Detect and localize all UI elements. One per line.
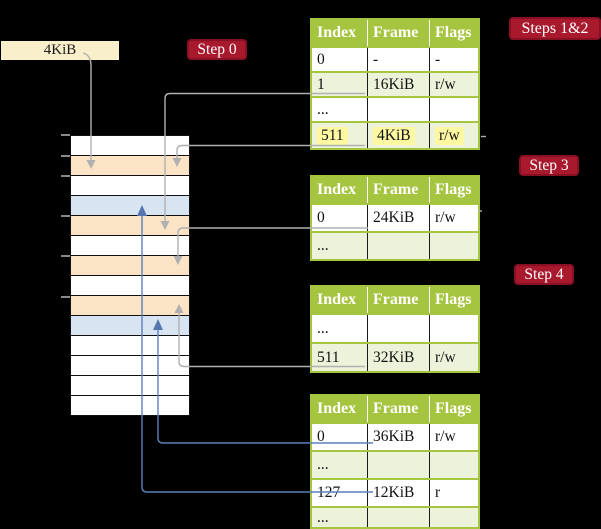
header-frame: Frame: [367, 396, 429, 422]
cell-frame: [367, 315, 429, 342]
page-size-box: 4KiB: [1, 41, 119, 60]
cell-index: 0: [317, 50, 325, 68]
table-row: ...: [312, 506, 478, 527]
cell-index: 511: [312, 123, 367, 148]
table-row: 0 36KiB r/w: [312, 422, 478, 450]
memory-column: [70, 135, 190, 416]
memory-row-white: [71, 396, 189, 415]
cell-frame: 12KiB: [367, 480, 429, 506]
cell-index: ...: [317, 100, 329, 118]
badge-step-3: Step 3: [519, 155, 579, 176]
table-row: ...: [312, 231, 478, 259]
table-row: ...: [312, 450, 478, 478]
header-flags: Flags: [429, 287, 478, 313]
cell-flags: [429, 508, 478, 527]
page-table-step-4: Index Frame Flags ... 511 32KiB r/w: [310, 285, 480, 373]
memory-tick: [61, 296, 70, 298]
cell-frame: 24KiB: [367, 205, 429, 231]
cell-frame: 16KiB: [367, 73, 429, 96]
memory-tick: [61, 255, 70, 257]
header-flags: Flags: [429, 20, 478, 46]
table-row: 0 - -: [312, 46, 478, 71]
table-row: 1 16KiB r/w: [312, 71, 478, 96]
page-table-steps-1-2: Index Frame Flags 0 - - 1 16KiB r/w ... …: [310, 18, 480, 150]
memory-row-peach: [71, 296, 189, 316]
header-index: Index: [317, 181, 357, 198]
cell-flags: -: [429, 48, 478, 71]
cell-frame: [367, 452, 429, 478]
memory-row-peach: [71, 256, 189, 276]
cell-frame: 32KiB: [367, 344, 429, 371]
table-row: 511 32KiB r/w: [312, 342, 478, 371]
cell-index: 0: [317, 209, 325, 226]
memory-row-blue: [71, 196, 189, 216]
page-size-label: 4KiB: [43, 42, 77, 58]
memory-row-blue: [71, 316, 189, 336]
cell-flags: [429, 98, 478, 121]
table-row: ...: [312, 313, 478, 342]
cell-index: 127: [317, 484, 341, 501]
table-row-highlighted: 511 4KiB r/w: [312, 121, 478, 148]
memory-row-peach: [71, 216, 189, 236]
memory-row-peach: [71, 156, 189, 176]
cell-flags: r: [429, 480, 478, 506]
cell-flags: [429, 452, 478, 478]
memory-tick: [61, 215, 70, 217]
header-flags: Flags: [429, 396, 478, 422]
table-row: 127 12KiB r: [312, 478, 478, 506]
cell-index: 511: [317, 348, 340, 366]
cell-index: ...: [317, 508, 329, 526]
badge-step-0: Step 0: [187, 39, 247, 60]
cell-index: 0: [317, 428, 325, 445]
cell-frame: -: [367, 48, 429, 71]
cell-flags: r/w: [429, 424, 478, 450]
cell-flags: r/w: [429, 73, 478, 96]
badge-steps-1-2: Steps 1&2: [509, 17, 601, 40]
memory-tick: [61, 175, 70, 177]
cell-flags: r/w: [429, 344, 478, 371]
table-row: 0 24KiB r/w: [312, 203, 478, 231]
cell-flags: r/w: [429, 205, 478, 231]
cell-index: ...: [317, 237, 329, 254]
header-frame: Frame: [367, 177, 429, 203]
header-index: Index: [317, 24, 357, 41]
cell-index: ...: [317, 456, 329, 473]
cell-flags: [429, 233, 478, 259]
highlighted-value: 511: [317, 126, 348, 145]
header-frame: Frame: [367, 20, 429, 46]
header-frame: Frame: [367, 287, 429, 313]
highlighted-value: r/w: [435, 126, 464, 145]
table-header-row: Index Frame Flags: [312, 20, 478, 46]
cell-frame: 4KiB: [367, 123, 429, 148]
cell-flags: r/w: [429, 123, 478, 148]
memory-tick: [61, 134, 70, 136]
memory-row-white: [71, 336, 189, 356]
memory-tick: [61, 155, 70, 157]
table-header-row: Index Frame Flags: [312, 287, 478, 313]
header-index: Index: [317, 291, 357, 308]
table-header-row: Index Frame Flags: [312, 396, 478, 422]
highlighted-value: 4KiB: [373, 126, 415, 145]
badge-step-4: Step 4: [514, 264, 574, 285]
memory-row-white: [71, 276, 189, 296]
cell-index: 1: [317, 75, 325, 93]
cell-frame: [367, 233, 429, 259]
cell-frame: [367, 98, 429, 121]
cell-frame: 36KiB: [367, 424, 429, 450]
header-index: Index: [317, 400, 357, 417]
memory-row-white: [71, 236, 189, 256]
cell-index: ...: [317, 319, 329, 337]
table-row: ...: [312, 96, 478, 121]
page-table-final-level: Index Frame Flags 0 36KiB r/w ... 127 12…: [310, 394, 480, 529]
memory-row-white: [71, 176, 189, 196]
table-header-row: Index Frame Flags: [312, 177, 478, 203]
page-table-step-3: Index Frame Flags 0 24KiB r/w ...: [310, 175, 480, 261]
memory-row-white: [71, 356, 189, 376]
memory-row-white: [71, 136, 189, 156]
cell-frame: [367, 508, 429, 527]
header-flags: Flags: [429, 177, 478, 203]
memory-row-white: [71, 376, 189, 396]
cell-flags: [429, 315, 478, 342]
